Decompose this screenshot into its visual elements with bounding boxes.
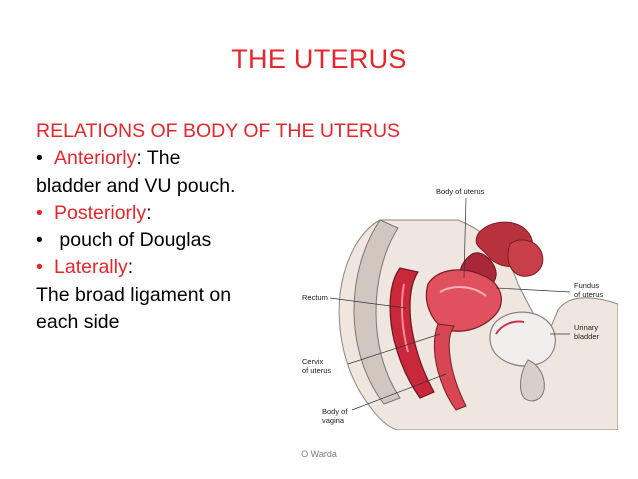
slide-title: THE UTERUS <box>231 44 407 74</box>
list-item-douglas: • pouch of Douglas <box>36 227 336 254</box>
intestine-loop <box>507 239 544 277</box>
list-item-posteriorly: • Posteriorly: <box>36 200 336 227</box>
bullet: • <box>36 201 43 224</box>
list-item-continuation: bladder and VU pouch. <box>36 173 336 200</box>
label-body-of-uterus: Body of uterus <box>436 187 485 196</box>
bladder-wall <box>495 320 525 335</box>
urinary-bladder <box>489 311 556 367</box>
relation-text: pouch of Douglas <box>54 229 212 252</box>
list-item-continuation: The broad ligament on <box>36 283 232 306</box>
relation-label: Anteriorly <box>54 147 137 170</box>
slide-body: RELATIONS OF BODY OF THE UTERUS • Anterio… <box>36 118 401 336</box>
label-cervix: of uterus <box>302 366 331 375</box>
bullet: • <box>36 147 43 170</box>
relation-text: : <box>127 256 134 279</box>
relation-text: : The <box>136 147 181 170</box>
pubic-bone <box>520 359 545 402</box>
label-vagina: vagina <box>322 416 345 425</box>
vagina <box>433 323 467 411</box>
relation-text: bladder and VU pouch. <box>36 174 236 197</box>
slide-footer: O Warda <box>301 449 337 459</box>
rectum-highlight <box>400 283 409 353</box>
list-item-anteriorly: • Anteriorly: The <box>36 145 336 172</box>
list-item-laterally: • Laterally: <box>36 254 336 281</box>
label-fundus: Fundus <box>574 281 599 290</box>
label-urinary-bladder: Urinary <box>574 323 598 332</box>
label-fundus: of uterus <box>574 290 603 299</box>
uterus-anatomy-illustration: Body of uterus Rectum Fundus of uterus U… <box>302 187 618 430</box>
section-heading: RELATIONS OF BODY OF THE UTERUS <box>36 120 401 142</box>
label-rectum: Rectum <box>302 293 328 302</box>
uterus-body <box>425 269 502 332</box>
relation-label: Posteriorly <box>54 201 147 224</box>
label-vagina: Body of <box>322 407 348 416</box>
leader-lines <box>329 197 571 411</box>
bullet: • <box>36 229 43 252</box>
uterus-cavity <box>439 286 487 297</box>
label-urinary-bladder: bladder <box>574 332 600 341</box>
list-item-continuation: each side <box>36 311 120 334</box>
bullet: • <box>36 256 43 279</box>
label-cervix: Cervix <box>302 357 324 366</box>
relation-text: : <box>146 201 152 224</box>
relation-label: Laterally <box>54 256 128 279</box>
